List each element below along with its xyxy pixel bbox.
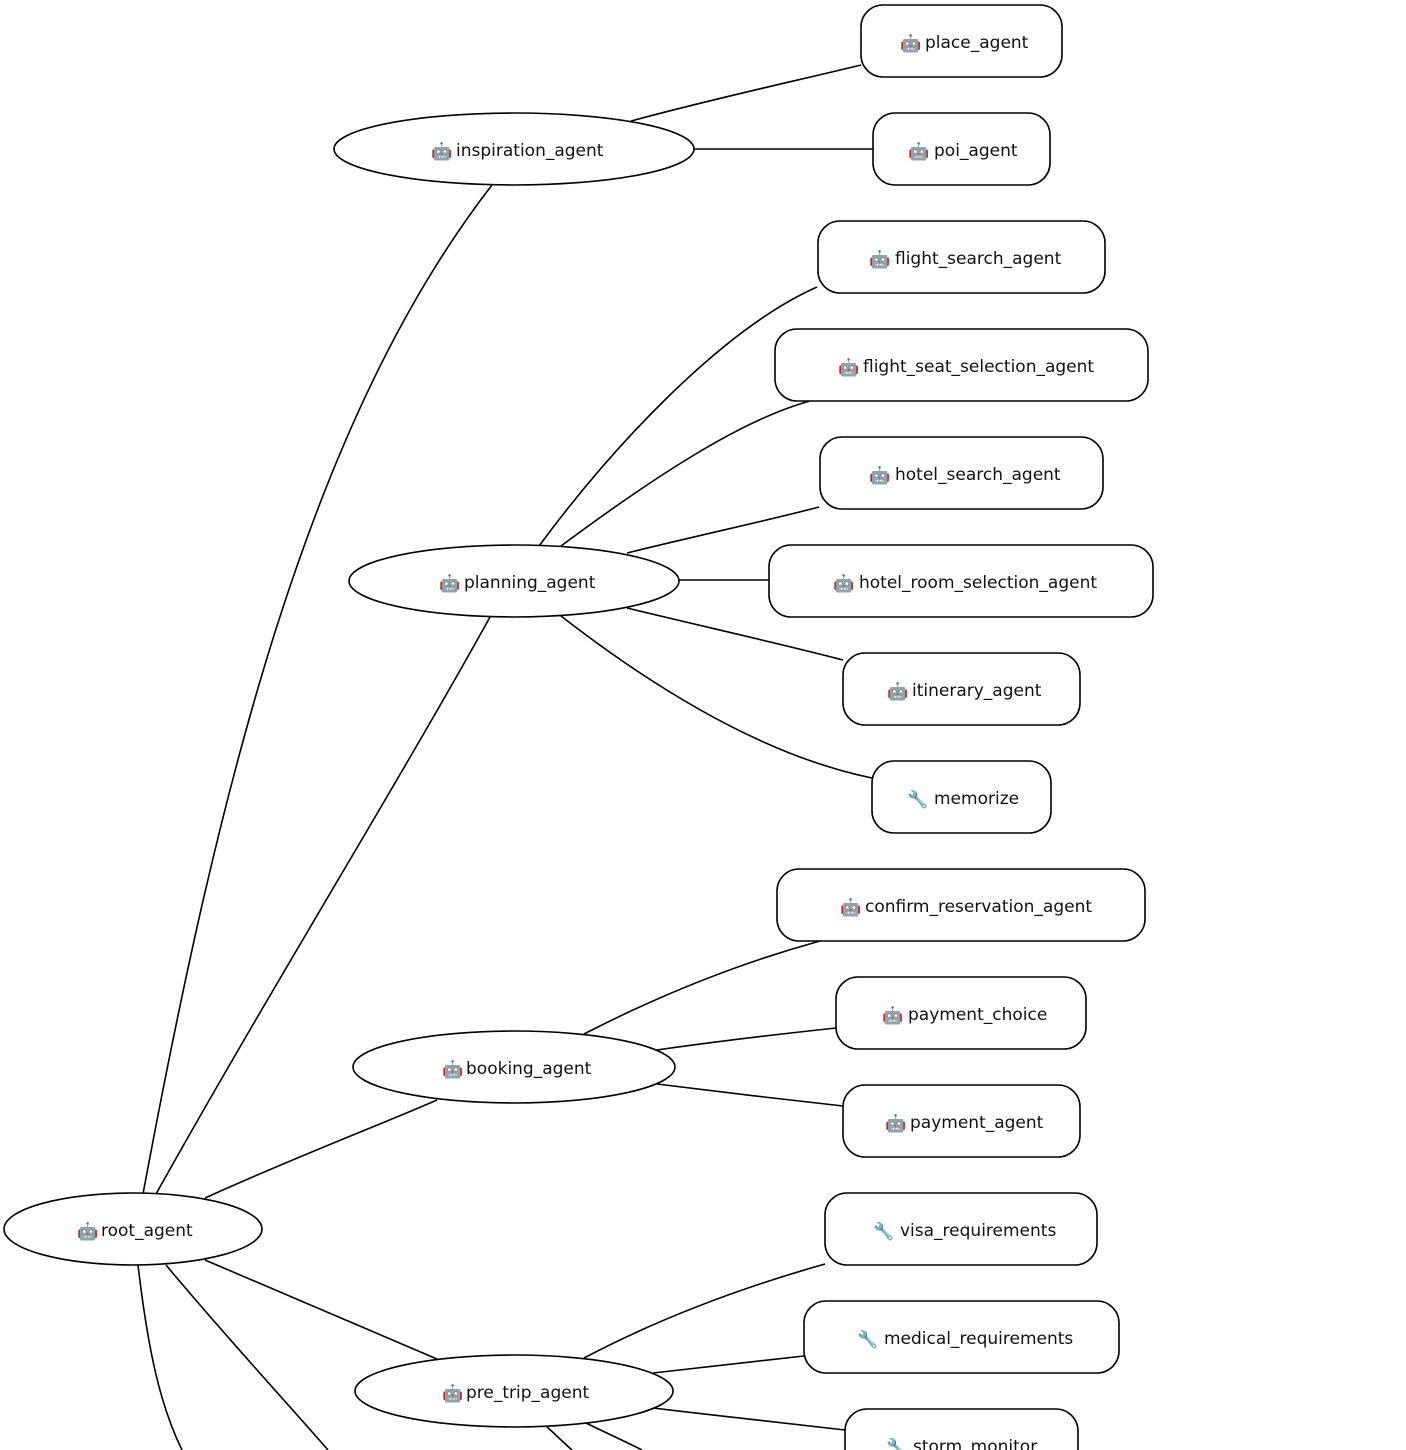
node-flight-seat-selection-agent[interactable]: 🤖 flight_seat_selection_agent [774, 328, 1149, 402]
node-medical-requirements-tool[interactable]: 🔧 medical_requirements [803, 1300, 1120, 1374]
node-payment-choice-agent[interactable]: 🤖 payment_choice [835, 976, 1087, 1050]
node-flight-search-agent[interactable]: 🤖 flight_search_agent [817, 220, 1106, 294]
edge-pre-trip-offscreen-2 [583, 1421, 643, 1450]
node-label: memorize [934, 789, 1019, 809]
node-shape [824, 1192, 1098, 1266]
node-itinerary-agent[interactable]: 🤖 itinerary_agent [842, 652, 1081, 726]
edge-pre-trip-medical [652, 1355, 805, 1374]
node-label: hotel_search_agent [895, 465, 1061, 485]
node-shape [819, 436, 1104, 510]
robot-icon: 🤖 [887, 681, 908, 702]
node-pre-trip-agent[interactable]: 🤖 pre_trip_agent [354, 1354, 674, 1428]
node-shape [3, 1192, 263, 1266]
node-label: flight_seat_selection_agent [863, 357, 1094, 377]
edge-inspiration-place [630, 64, 862, 122]
edge-planning-hotel-search [626, 506, 820, 554]
node-payment-agent[interactable]: 🤖 payment_agent [842, 1084, 1081, 1158]
robot-icon: 🤖 [838, 357, 859, 378]
nodes: 🤖 root_agent 🤖 inspiration_agent 🤖 plann… [3, 4, 1154, 1450]
edge-root-offscreen-2 [165, 1264, 329, 1450]
edge-root-inspiration [142, 184, 493, 1195]
robot-icon: 🤖 [439, 573, 460, 594]
node-shape [348, 544, 680, 618]
node-booking-agent[interactable]: 🤖 booking_agent [352, 1030, 676, 1104]
edge-planning-itinerary [626, 607, 844, 661]
node-planning-agent[interactable]: 🤖 planning_agent [348, 544, 680, 618]
node-label: planning_agent [464, 573, 596, 593]
node-label: inspiration_agent [456, 141, 604, 161]
node-label: itinerary_agent [912, 681, 1042, 701]
robot-icon: 🤖 [77, 1221, 98, 1242]
node-shape [333, 112, 695, 186]
edge-root-booking [204, 1099, 438, 1199]
node-shape [872, 112, 1051, 186]
robot-icon: 🤖 [908, 141, 929, 162]
robot-icon: 🤖 [833, 573, 854, 594]
edge-planning-flight-search [538, 286, 818, 547]
node-shape [352, 1030, 676, 1104]
node-shape [871, 760, 1052, 834]
robot-icon: 🤖 [882, 1005, 903, 1026]
node-shape [354, 1354, 674, 1428]
robot-icon: 🤖 [442, 1383, 463, 1404]
node-shape [803, 1300, 1120, 1374]
wrench-icon: 🔧 [886, 1437, 907, 1450]
edge-root-pre-trip [204, 1259, 438, 1360]
node-shape [860, 4, 1063, 78]
node-label: visa_requirements [900, 1221, 1056, 1241]
wrench-icon: 🔧 [873, 1221, 894, 1242]
robot-icon: 🤖 [900, 33, 921, 54]
edge-root-offscreen-1 [137, 1264, 183, 1450]
node-storm-monitor-tool[interactable]: 🔧 storm_monitor [844, 1408, 1079, 1450]
node-confirm-reservation-agent[interactable]: 🤖 confirm_reservation_agent [776, 868, 1146, 942]
node-label: payment_choice [908, 1005, 1047, 1025]
edge-planning-memorize [560, 615, 873, 779]
node-label: root_agent [101, 1221, 193, 1241]
edge-booking-confirm [583, 940, 821, 1035]
node-shape [835, 976, 1087, 1050]
node-hotel-search-agent[interactable]: 🤖 hotel_search_agent [819, 436, 1104, 510]
node-label: poi_agent [934, 141, 1018, 161]
node-poi-agent[interactable]: 🤖 poi_agent [872, 112, 1051, 186]
node-shape [817, 220, 1106, 294]
node-hotel-room-selection-agent[interactable]: 🤖 hotel_room_selection_agent [768, 544, 1154, 618]
edge-pre-trip-offscreen-1 [545, 1425, 573, 1450]
edge-booking-payment [656, 1083, 844, 1107]
robot-icon: 🤖 [840, 897, 861, 918]
edge-booking-payment-choice [656, 1027, 837, 1051]
node-label: pre_trip_agent [466, 1383, 589, 1403]
robot-icon: 🤖 [869, 465, 890, 486]
node-label: flight_search_agent [895, 249, 1062, 269]
node-label: medical_requirements [884, 1329, 1073, 1349]
edge-planning-flight-seat [560, 400, 811, 547]
wrench-icon: 🔧 [907, 789, 928, 810]
node-shape [842, 1084, 1081, 1158]
node-visa-requirements-tool[interactable]: 🔧 visa_requirements [824, 1192, 1098, 1266]
node-label: confirm_reservation_agent [865, 897, 1092, 917]
node-label: hotel_room_selection_agent [859, 573, 1097, 593]
node-inspiration-agent[interactable]: 🤖 inspiration_agent [333, 112, 695, 186]
node-shape [768, 544, 1154, 618]
edge-root-planning [155, 616, 491, 1195]
robot-icon: 🤖 [869, 249, 890, 270]
node-label: booking_agent [466, 1059, 592, 1079]
node-root-agent[interactable]: 🤖 root_agent [3, 1192, 263, 1266]
node-shape [844, 1408, 1079, 1450]
node-shape [776, 868, 1146, 942]
node-label: storm_monitor [913, 1437, 1037, 1450]
node-label: place_agent [925, 33, 1029, 53]
robot-icon: 🤖 [442, 1059, 463, 1080]
edge-pre-trip-visa [583, 1263, 826, 1359]
node-memorize-tool[interactable]: 🔧 memorize [871, 760, 1052, 834]
node-place-agent[interactable]: 🤖 place_agent [860, 4, 1063, 78]
node-shape [774, 328, 1149, 402]
node-shape [842, 652, 1081, 726]
wrench-icon: 🔧 [857, 1329, 878, 1350]
node-label: payment_agent [910, 1113, 1044, 1133]
robot-icon: 🤖 [431, 141, 452, 162]
edge-pre-trip-storm [652, 1407, 846, 1431]
robot-icon: 🤖 [885, 1113, 906, 1134]
edges [137, 64, 873, 1450]
